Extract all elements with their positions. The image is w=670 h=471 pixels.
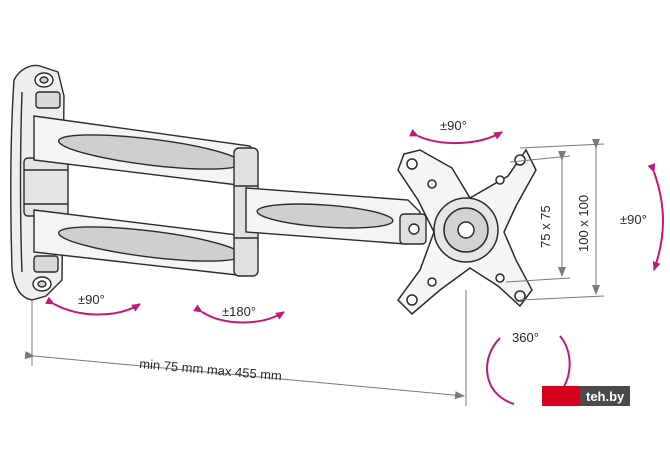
swivel-top-label: ±90° — [440, 118, 467, 133]
swivel-mid-label: ±180° — [222, 304, 257, 319]
wall-hinge — [23, 157, 69, 217]
rotation-arrows — [45, 129, 664, 404]
extension-dimension — [24, 290, 467, 406]
watermark-logo — [542, 386, 580, 406]
rotation-label: 360° — [512, 330, 539, 345]
tilt-arrow — [647, 163, 664, 271]
watermark-badge: teh.by — [542, 386, 631, 406]
vesa-small-label: 75 x 75 — [538, 205, 553, 248]
swivel-top-arrow — [409, 129, 503, 144]
tilt-label: ±90° — [620, 212, 647, 227]
vesa-large-label: 100 x 100 — [576, 194, 591, 252]
swivel-mid-arrow — [193, 304, 285, 324]
watermark-text: teh.by — [580, 386, 631, 406]
second-arm — [245, 187, 421, 245]
swivel-wall-label: ±90° — [78, 292, 105, 307]
swivel-wall-arrow — [45, 296, 141, 316]
vesa-dimension-lines — [505, 139, 605, 301]
tilt-joint — [399, 213, 427, 245]
vesa-plate — [397, 148, 537, 316]
first-arm-lower — [33, 209, 259, 277]
